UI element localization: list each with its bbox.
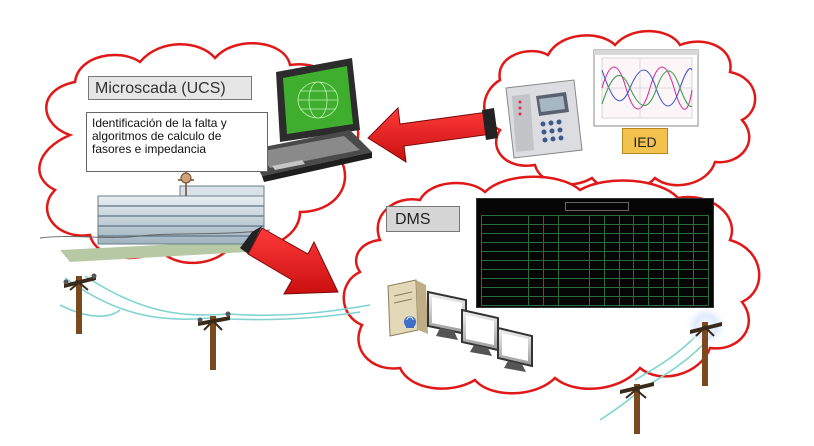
utility-pole-icon: [197, 311, 231, 370]
dms-data-panel: [476, 198, 714, 308]
dms-data-table: [481, 215, 709, 306]
building-icon: [39, 172, 282, 262]
panel-title-bar: [565, 202, 629, 211]
laptop-icon: [248, 58, 372, 182]
relay-device-icon: [505, 79, 583, 159]
ucs-description-line: fasores e impedancia: [92, 142, 207, 156]
utility-pole-icon: [63, 273, 97, 334]
ied-label: IED: [622, 128, 668, 154]
server-icon: [387, 279, 428, 337]
red-arrow: [367, 106, 498, 163]
utility-pole-icon: [620, 382, 654, 434]
monitor-icon: [427, 290, 467, 340]
monitor-icon: [497, 326, 533, 372]
ucs-description-line: Identificación de la falta y: [92, 116, 227, 130]
red-arrow: [240, 226, 339, 295]
ucs-description-line: algoritmos de calculo de: [92, 129, 222, 143]
utility-pole-icon: [684, 304, 728, 386]
ucs-title-label: Microscada (UCS): [88, 76, 252, 100]
waveform-chart-icon: [593, 49, 699, 127]
dms-label: DMS: [386, 206, 460, 232]
ucs-description-box: Identificación de la falta y algoritmos …: [86, 112, 268, 172]
